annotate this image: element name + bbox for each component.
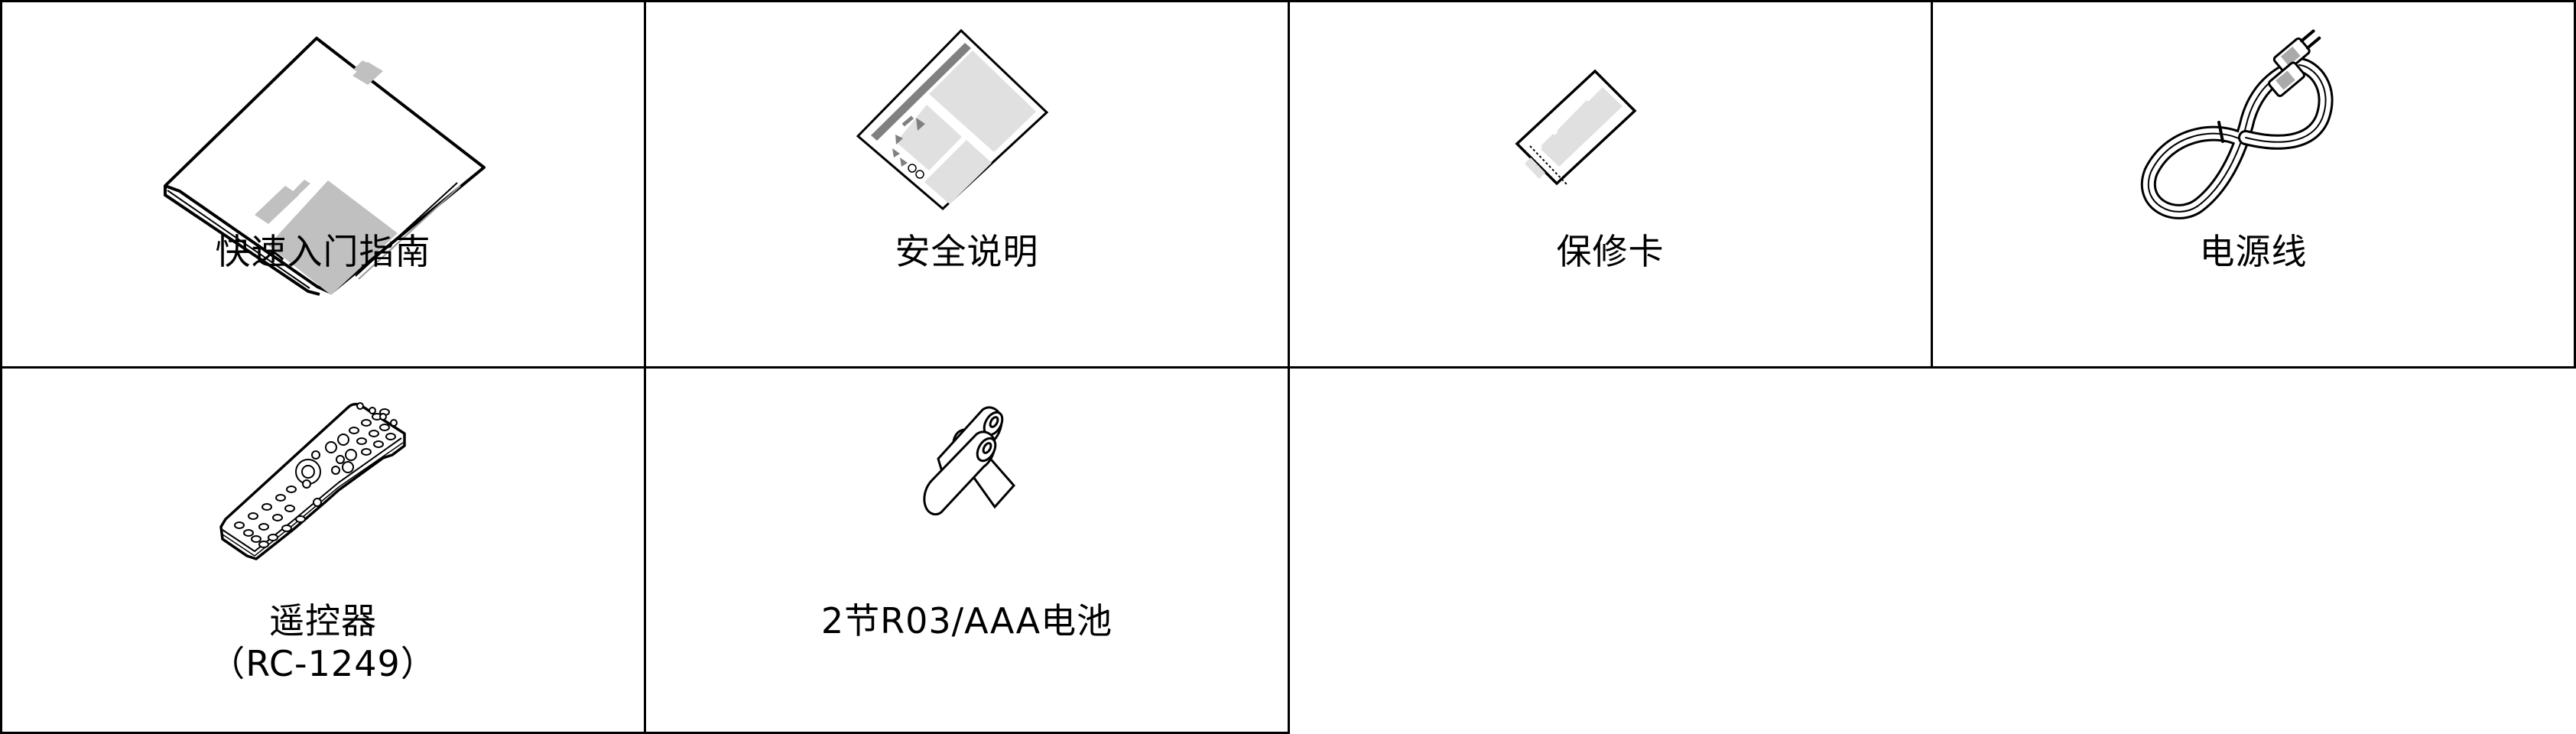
accessory-label-main: 遥控器 (269, 600, 377, 641)
accessory-label: 2节R03/AAA电池 (820, 600, 1113, 641)
batteries-icon (646, 381, 1288, 587)
accessory-safety-instructions: 安全说明 (644, 0, 1290, 369)
accessory-label-model: （RC-1249） (210, 643, 437, 684)
warranty-card-icon (1290, 18, 1931, 224)
accessory-label: 保修卡 (1556, 231, 1665, 272)
remote-control-icon (2, 375, 644, 581)
accessory-label: 快速入门指南 (215, 231, 431, 272)
accessory-label: 电源线 (2199, 231, 2308, 272)
power-cord-icon (1933, 18, 2574, 224)
accessory-power-cord: 电源线 (1931, 0, 2576, 369)
accessory-label: 遥控器 （RC-1249） (2, 599, 644, 685)
accessory-remote-control: 遥控器 （RC-1249） (0, 366, 646, 734)
accessory-batteries: 2节R03/AAA电池 (644, 366, 1290, 734)
quick-start-guide-icon (2, 18, 644, 296)
accessory-label: 安全说明 (895, 231, 1039, 272)
safety-instructions-icon (646, 18, 1288, 224)
accessory-quick-start-guide: 快速入门指南 (0, 0, 646, 369)
accessory-warranty-card: 保修卡 (1288, 0, 1933, 369)
